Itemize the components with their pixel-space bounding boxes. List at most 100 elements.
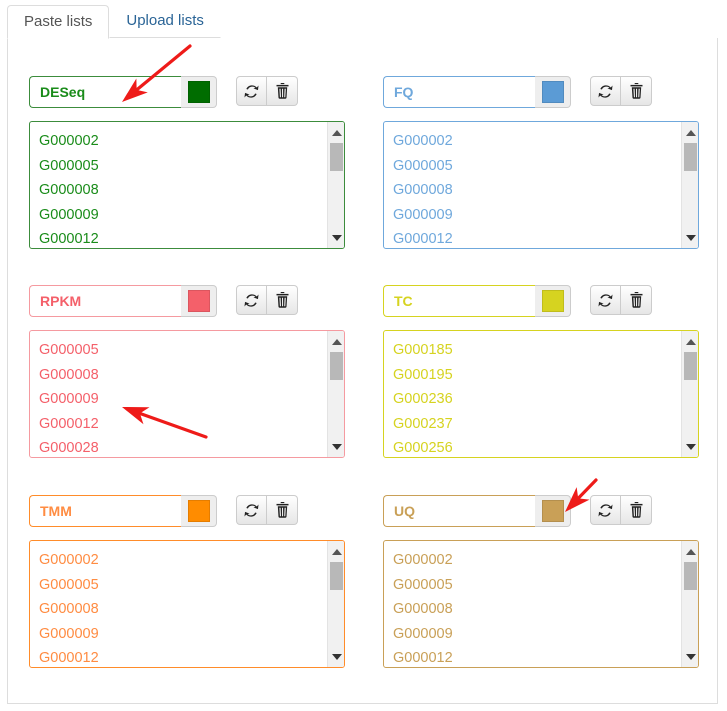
gene-list-item: G000005 [39,157,99,174]
delete-list-button[interactable] [267,285,298,315]
refresh-list-button[interactable] [590,285,621,315]
gene-list-item: G000008 [39,182,99,198]
refresh-list-button[interactable] [236,285,267,315]
refresh-icon [243,502,260,519]
list-name-row [383,76,699,112]
delete-list-button[interactable] [267,76,298,106]
refresh-icon [243,292,260,309]
delete-list-button[interactable] [621,285,652,315]
delete-list-button[interactable] [267,495,298,525]
color-swatch [541,290,564,312]
trash-icon [629,502,644,518]
scroll-down-arrow-icon[interactable] [328,648,344,665]
refresh-list-button[interactable] [236,495,267,525]
list-color-swatch-button[interactable] [535,76,571,108]
tab-upload-lists[interactable]: Upload lists [109,4,221,38]
list-action-button-group [590,76,652,106]
list-name-input[interactable] [383,495,535,527]
color-swatch [541,81,564,103]
list-color-swatch-button[interactable] [181,285,217,317]
scrollbar-thumb[interactable] [684,143,697,171]
scroll-up-arrow-icon[interactable] [328,543,344,560]
scroll-up-arrow-icon[interactable] [682,543,698,560]
vertical-scrollbar[interactable] [327,541,344,667]
list-action-button-group [236,76,298,106]
scroll-down-arrow-icon[interactable] [682,229,698,246]
scroll-up-arrow-icon[interactable] [682,333,698,350]
list-name-input[interactable] [29,495,181,527]
list-name-row [29,76,345,112]
trash-icon [275,502,290,518]
gene-list-item: G000012 [393,231,453,247]
list-name-group [383,285,571,317]
gene-list-item: G000002 [393,552,453,568]
color-swatch [187,290,210,312]
scroll-up-arrow-icon[interactable] [328,333,344,350]
scroll-up-arrow-icon[interactable] [328,124,344,141]
list-color-swatch-button[interactable] [181,495,217,527]
list-name-group [383,76,571,108]
scrollbar-thumb[interactable] [330,562,343,590]
vertical-scrollbar[interactable] [327,331,344,457]
refresh-list-button[interactable] [236,76,267,106]
gene-list-item: G000002 [39,552,99,568]
delete-list-button[interactable] [621,495,652,525]
tab-paste-lists[interactable]: Paste lists [7,5,110,39]
scrollbar-thumb[interactable] [330,143,343,171]
list-name-group [383,495,571,527]
list-color-swatch-button[interactable] [181,76,217,108]
gene-list-item: G000236 [393,391,453,407]
list-name-input[interactable] [29,285,181,317]
tab-paste-lists-label: Paste lists [24,13,93,30]
list-color-swatch-button[interactable] [535,285,571,317]
refresh-icon [597,502,614,519]
gene-list-item: G000005 [393,157,453,174]
gene-list-item: G000009 [39,206,99,223]
list-name-group [29,76,217,108]
list-name-row [29,285,345,321]
vertical-scrollbar[interactable] [327,122,344,248]
scroll-down-arrow-icon[interactable] [328,438,344,455]
gene-list-item: G000002 [393,133,453,149]
vertical-scrollbar[interactable] [681,541,698,667]
gene-list-grid: G000002G000005G000008G000009G000012G0000… [8,38,719,704]
trash-icon [275,292,290,308]
list-name-input[interactable] [29,76,181,108]
scrollbar-thumb[interactable] [330,352,343,380]
scroll-down-arrow-icon[interactable] [682,648,698,665]
scroll-down-arrow-icon[interactable] [682,438,698,455]
vertical-scrollbar[interactable] [681,331,698,457]
refresh-icon [597,292,614,309]
scroll-up-arrow-icon[interactable] [682,124,698,141]
list-name-input[interactable] [383,285,535,317]
gene-list-item: G000009 [393,206,453,223]
list-color-swatch-button[interactable] [535,495,571,527]
list-name-input[interactable] [383,76,535,108]
gene-list-item: G000008 [393,601,453,617]
refresh-list-button[interactable] [590,76,621,106]
refresh-icon [597,83,614,100]
scroll-down-arrow-icon[interactable] [328,229,344,246]
refresh-list-button[interactable] [590,495,621,525]
gene-list-item: G000008 [39,366,99,383]
color-swatch [187,500,210,522]
gene-list-item: G000028 [39,440,99,456]
delete-list-button[interactable] [621,76,652,106]
scrollbar-thumb[interactable] [684,352,697,380]
scrollbar-thumb[interactable] [684,562,697,590]
vertical-scrollbar[interactable] [681,122,698,248]
list-name-group [29,495,217,527]
gene-list-item: G000195 [393,366,453,383]
